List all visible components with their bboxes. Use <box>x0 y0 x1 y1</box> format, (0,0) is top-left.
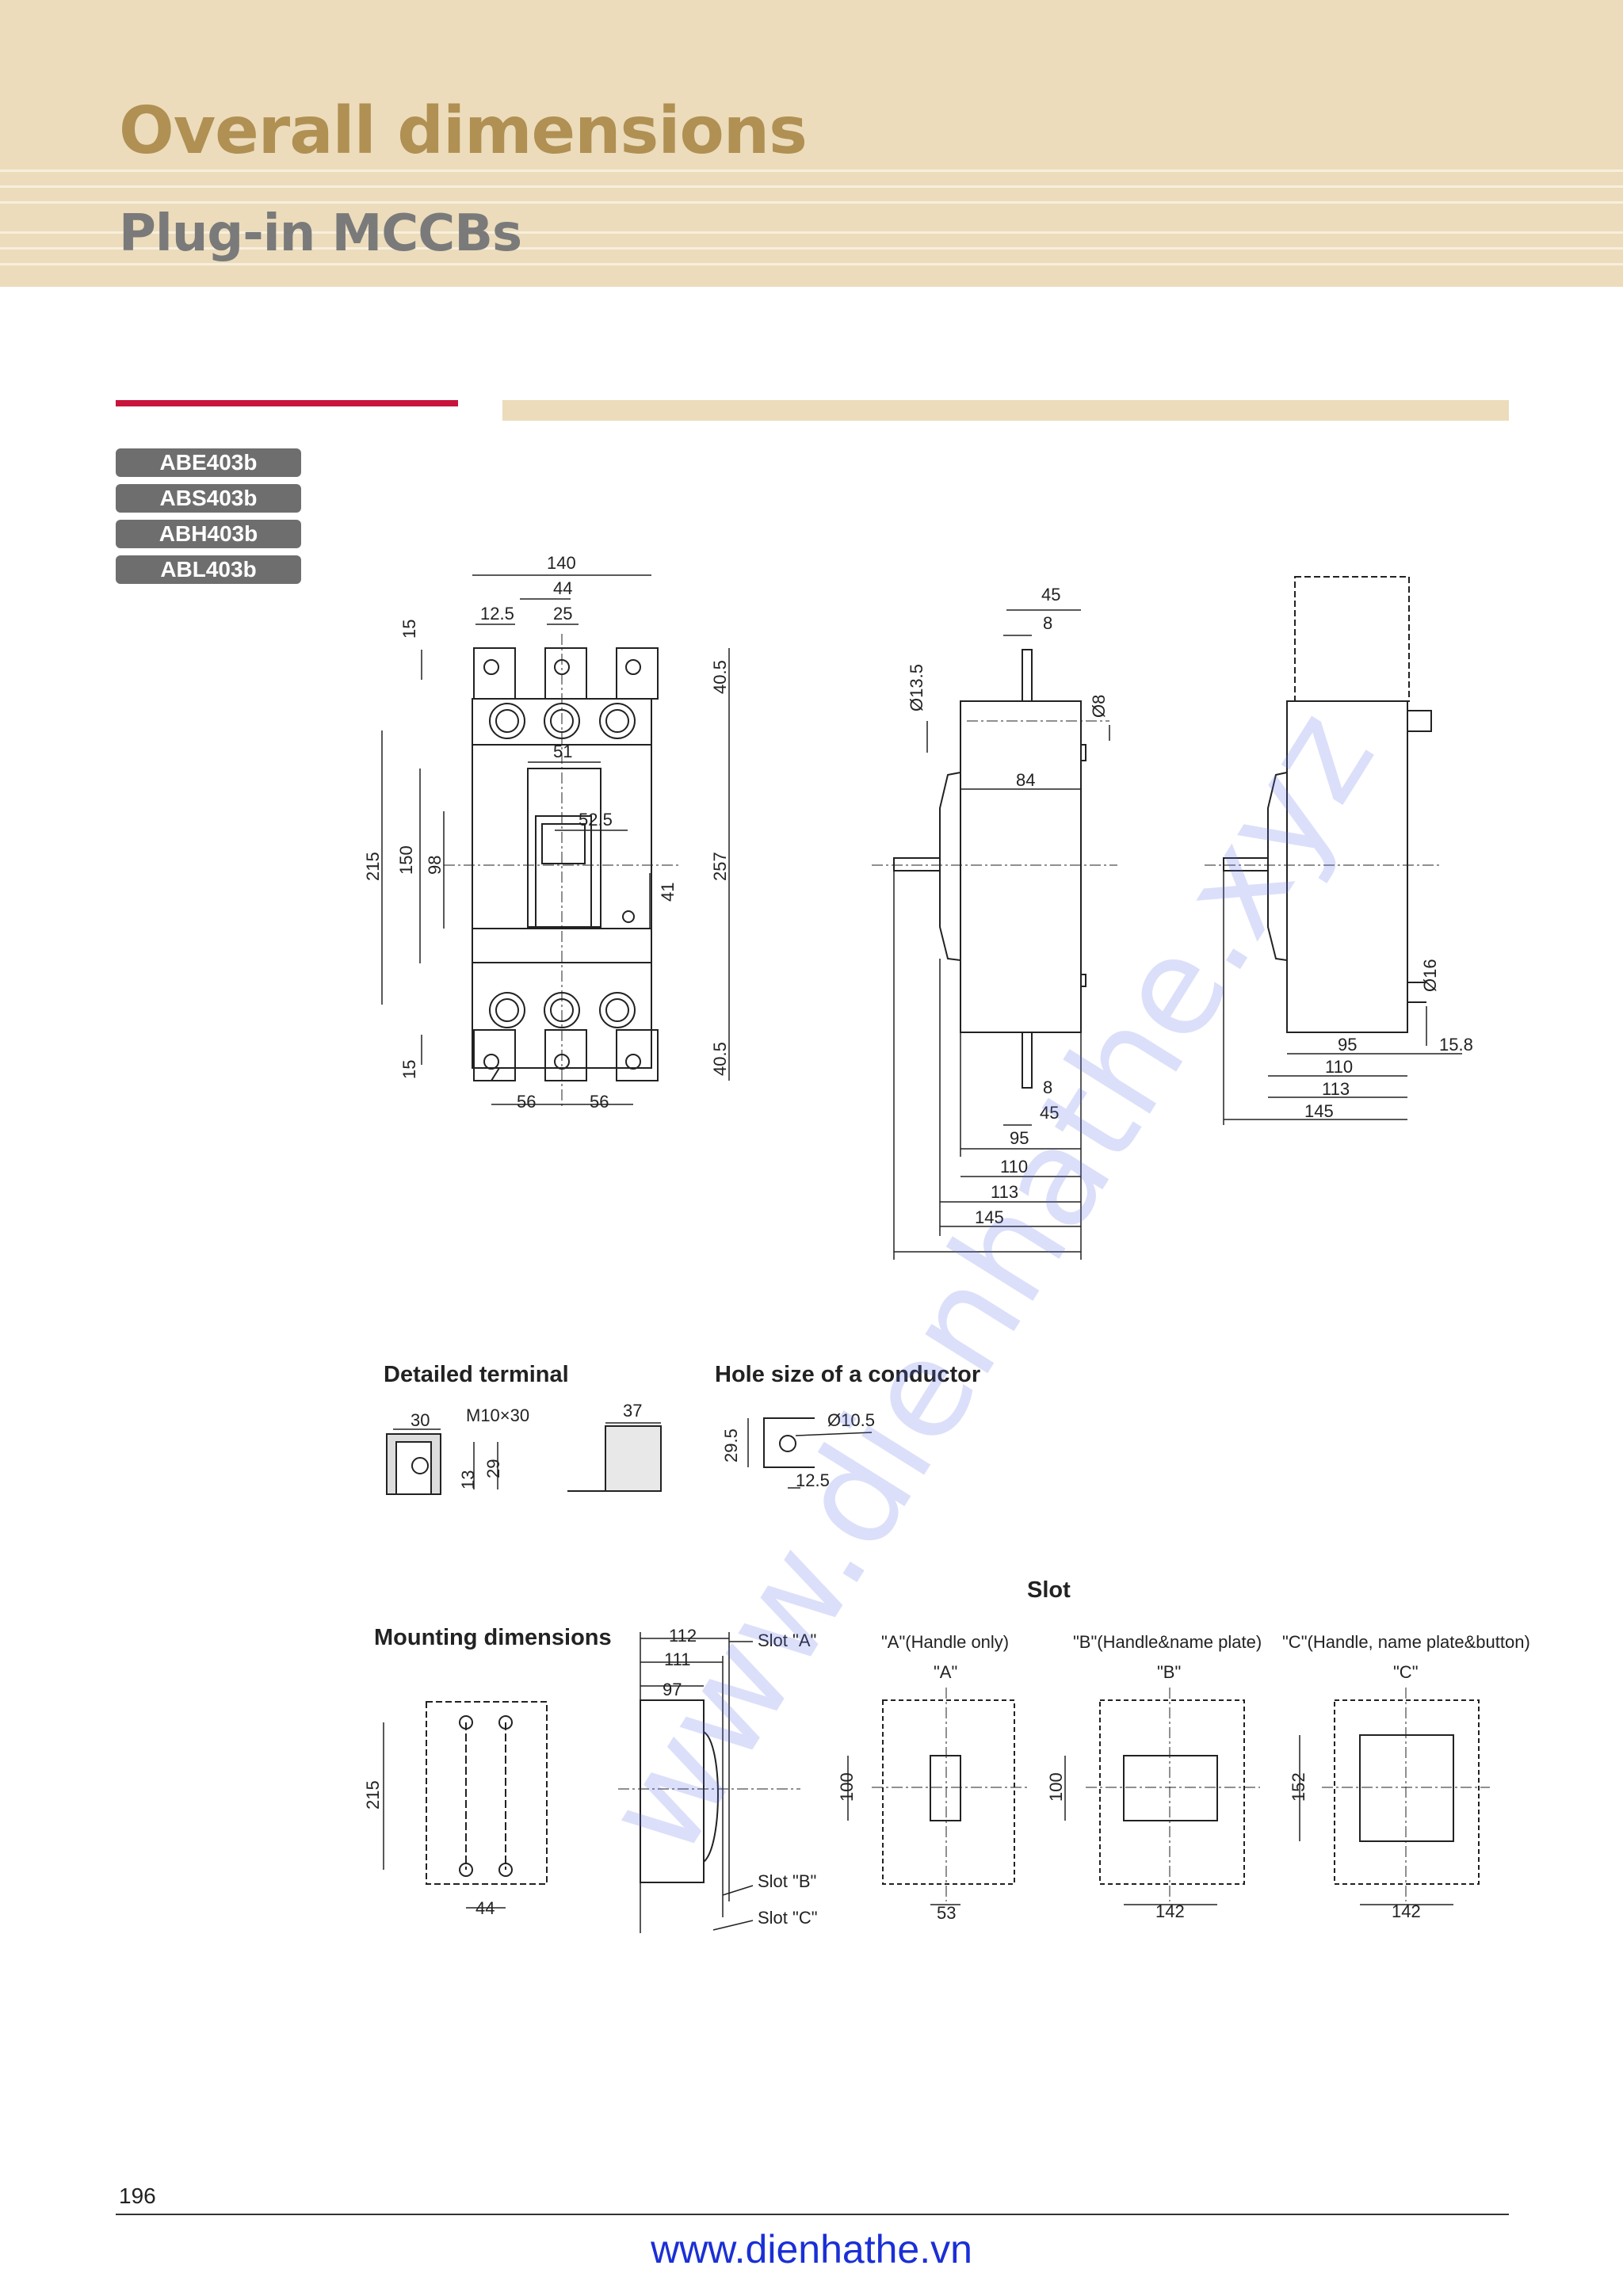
page-subtitle: Plug-in MCCBs <box>119 204 522 263</box>
dim-15-bottom: 15 <box>399 1060 419 1079</box>
dim-56-left: 56 <box>517 1092 536 1112</box>
model-badge: ABS403b <box>116 484 301 513</box>
dim-257: 257 <box>710 852 730 881</box>
slot-c-width: 142 <box>1392 1901 1421 1921</box>
side-view-2-outline <box>1223 576 1432 1033</box>
dim-15-top: 15 <box>399 620 419 639</box>
dim-40-5-bottom: 40.5 <box>710 1042 730 1076</box>
dim-215-mount: 215 <box>363 1780 383 1810</box>
footer-divider <box>116 2214 1509 2215</box>
model-badge: ABL403b <box>116 555 301 584</box>
dim-97: 97 <box>663 1680 682 1699</box>
dim-52-5: 52.5 <box>579 810 613 830</box>
dim-41: 41 <box>658 883 678 902</box>
slot-a-drawing <box>847 1688 1030 1905</box>
dim-95-b: 95 <box>1338 1035 1357 1055</box>
front-view-outline <box>472 647 659 1081</box>
dim-140: 140 <box>547 553 576 573</box>
dim-113: 113 <box>991 1182 1018 1202</box>
dim-45-bottom: 45 <box>1040 1103 1059 1123</box>
model-badge: ABE403b <box>116 448 301 477</box>
page-title: Overall dimensions <box>119 93 808 169</box>
dim-51: 51 <box>553 742 572 761</box>
slot-b-tag: "B" <box>1157 1662 1181 1682</box>
dim-110: 110 <box>1000 1157 1028 1177</box>
slot-c-drawing <box>1299 1688 1490 1905</box>
page-number: 196 <box>119 2183 156 2208</box>
slot-b-height: 100 <box>1046 1772 1066 1802</box>
dim-111: 111 <box>664 1650 690 1669</box>
dim-40-5-top: 40.5 <box>710 660 730 694</box>
page-header-band: Overall dimensions Plug-in MCCBs <box>0 0 1623 287</box>
slot-c-label: "C"(Handle, name plate&button) <box>1282 1632 1530 1652</box>
model-badge: ABH403b <box>116 520 301 548</box>
dim-8-dia: Ø8 <box>1089 695 1109 718</box>
detailed-terminal-drawing <box>386 1422 662 1495</box>
side-view-outline <box>893 649 1086 1089</box>
slot-b-label: "B"(Handle&name plate) <box>1073 1632 1262 1652</box>
dim-29: 29 <box>483 1459 503 1478</box>
section-accent-bar <box>116 400 458 406</box>
dim-16-dia: Ø16 <box>1420 959 1440 992</box>
website-link[interactable]: www.dienhathe.vn <box>651 2227 972 2271</box>
dim-12-5: 12.5 <box>480 604 514 624</box>
slot-a-tag: "A" <box>934 1662 957 1682</box>
slot-c-height: 152 <box>1289 1772 1308 1802</box>
slot-heading: Slot <box>1027 1577 1071 1603</box>
slot-a-pointer-label: Slot "A" <box>758 1630 816 1650</box>
slot-b-pointer-label: Slot "B" <box>758 1871 816 1891</box>
dim-13: 13 <box>458 1470 478 1489</box>
dim-45: 45 <box>1041 585 1060 605</box>
slot-a-label: "A"(Handle only) <box>881 1632 1009 1652</box>
slot-c-pointer-label: Slot "C" <box>758 1908 818 1928</box>
dim-95: 95 <box>1010 1128 1029 1148</box>
dim-145: 145 <box>975 1207 1004 1227</box>
dim-12-5-hole: 12.5 <box>796 1470 830 1490</box>
detailed-terminal-heading: Detailed terminal <box>384 1362 569 1387</box>
mounting-heading: Mounting dimensions <box>374 1625 612 1650</box>
screw-spec: M10×30 <box>466 1405 529 1425</box>
dim-29-5: 29.5 <box>721 1428 741 1463</box>
dim-112: 112 <box>669 1626 697 1646</box>
conductor-hole-heading: Hole size of a conductor <box>715 1362 980 1387</box>
mounting-drawing <box>383 1632 800 1933</box>
slot-a-width: 53 <box>937 1903 956 1923</box>
dim-44: 44 <box>553 578 572 598</box>
dim-56-right: 56 <box>590 1092 609 1112</box>
dim-150: 150 <box>396 845 416 875</box>
dim-98: 98 <box>425 856 445 875</box>
dim-30: 30 <box>411 1410 430 1430</box>
dim-25: 25 <box>553 604 572 624</box>
dim-37: 37 <box>623 1401 642 1421</box>
dim-8-bottom: 8 <box>1043 1077 1052 1097</box>
dim-15-8: 15.8 <box>1439 1035 1473 1055</box>
slot-a-height: 100 <box>837 1772 857 1802</box>
dim-8: 8 <box>1043 613 1052 633</box>
dim-110-b: 110 <box>1325 1057 1353 1077</box>
dim-113-b: 113 <box>1322 1079 1350 1099</box>
slot-c-tag: "C" <box>1393 1662 1419 1682</box>
dim-145-b: 145 <box>1304 1101 1334 1121</box>
dim-215: 215 <box>363 852 383 881</box>
slot-b-width: 142 <box>1155 1901 1185 1921</box>
conductor-hole-drawing <box>747 1417 873 1489</box>
section-band <box>502 400 1509 421</box>
dim-84: 84 <box>1016 770 1035 790</box>
dim-44-mount: 44 <box>475 1898 495 1918</box>
dim-13-5: Ø13.5 <box>907 664 926 711</box>
dim-10-5-dia: Ø10.5 <box>827 1410 875 1430</box>
slot-b-drawing <box>1064 1688 1260 1905</box>
